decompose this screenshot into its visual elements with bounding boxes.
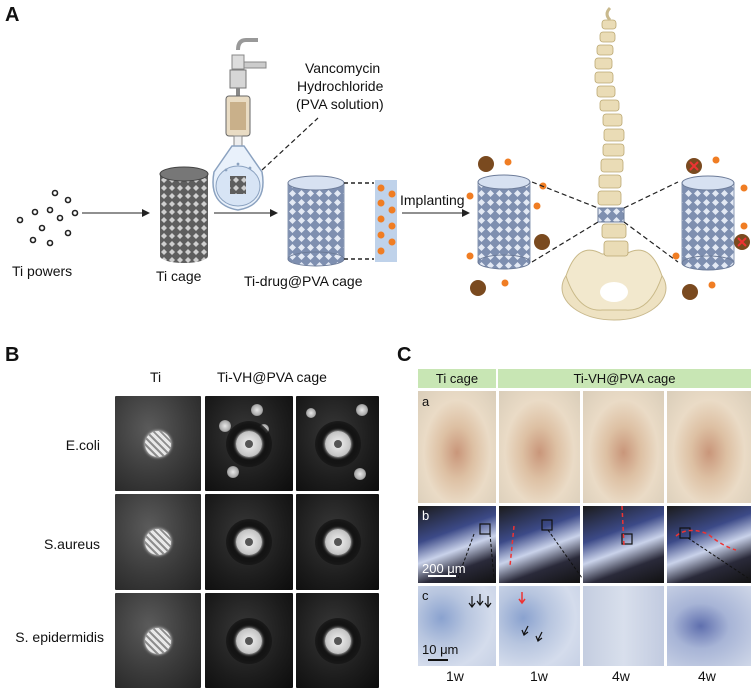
photo-a-4 xyxy=(667,391,751,503)
ti-cage-cylinder xyxy=(159,166,209,263)
dish-vh2-sepidermidis xyxy=(296,593,379,688)
row-label-c: c xyxy=(422,588,429,603)
vh-disc xyxy=(324,627,351,654)
vh-disc xyxy=(236,430,262,457)
right-cage-killed-bacteria xyxy=(672,156,750,300)
dish-ti-ecoli xyxy=(115,396,201,491)
bacteria-left xyxy=(466,156,550,296)
photo-a-1 xyxy=(418,391,496,503)
label-drug-2: Hydrochloride xyxy=(297,78,384,94)
label-drug-1: Vancomycin xyxy=(305,60,381,76)
photo-c-2 xyxy=(499,586,580,666)
implanted-cage xyxy=(477,174,531,270)
header-ti-cage: Ti cage xyxy=(418,369,496,388)
dish-vh1-sepidermidis xyxy=(205,593,293,688)
col-header-ti-vh: Ti-VH@PVA cage xyxy=(217,369,327,385)
ti-disc xyxy=(145,430,171,457)
row-label-ecoli: E.coli xyxy=(65,437,100,453)
photo-c-3 xyxy=(583,586,664,666)
dish-vh1-saureus xyxy=(205,494,293,590)
time-2: 1w xyxy=(530,668,548,684)
photo-c-1 xyxy=(418,586,496,666)
panel-a-diagram xyxy=(16,6,750,321)
vh-disc xyxy=(236,529,262,555)
time-1: 1w xyxy=(446,668,464,684)
row-label-a: a xyxy=(422,394,430,409)
panel-label-a: A xyxy=(5,4,20,26)
photo-b-4 xyxy=(667,506,751,583)
photo-a-3 xyxy=(583,391,664,503)
dish-vh1-ecoli xyxy=(205,396,293,491)
vh-disc xyxy=(324,529,351,555)
dish-vh2-saureus xyxy=(296,494,379,590)
dish-vh2-ecoli xyxy=(296,396,379,491)
row-label-saureus: S.aureus xyxy=(43,536,100,552)
label-implanting: Implanting xyxy=(400,192,465,208)
dish-ti-saureus xyxy=(115,494,201,590)
micro-overlays xyxy=(428,592,543,661)
dish-ti-sepidermidis xyxy=(115,593,201,688)
ti-drug-pva-cage xyxy=(287,175,345,267)
row-label-b: b xyxy=(422,508,430,523)
photo-a-2 xyxy=(499,391,580,503)
time-3: 4w xyxy=(612,668,630,684)
vacuum-flask-apparatus xyxy=(212,38,267,211)
ti-disc xyxy=(145,627,171,654)
panel-label-c: C xyxy=(397,344,412,366)
photo-b-1 xyxy=(418,506,496,583)
vh-disc xyxy=(236,627,262,654)
spine-illustration xyxy=(561,6,667,321)
label-drug-3: (PVA solution) xyxy=(296,96,384,112)
panel-label-b: B xyxy=(5,344,20,366)
drug-loaded-strip xyxy=(375,180,397,262)
label-ti-drug-cage: Ti-drug@PVA cage xyxy=(244,273,363,289)
ti-powder-particles xyxy=(16,189,79,247)
time-4: 4w xyxy=(698,668,716,684)
scale-bar-c: 10 μm xyxy=(422,642,459,657)
photo-b-2 xyxy=(499,506,580,583)
photo-c-4 xyxy=(667,586,751,666)
vh-disc xyxy=(324,430,351,457)
label-ti-cage: Ti cage xyxy=(156,268,202,284)
col-header-ti: Ti xyxy=(150,369,162,385)
label-ti-powders: Ti powers xyxy=(12,263,73,279)
scale-bar-b: 200 μm xyxy=(422,561,466,576)
ti-disc xyxy=(145,529,171,555)
histo-overlays xyxy=(428,506,749,579)
header-ti-vh-cage: Ti-VH@PVA cage xyxy=(498,369,751,388)
row-label-sepidermidis: S. epidermidis xyxy=(15,629,104,645)
